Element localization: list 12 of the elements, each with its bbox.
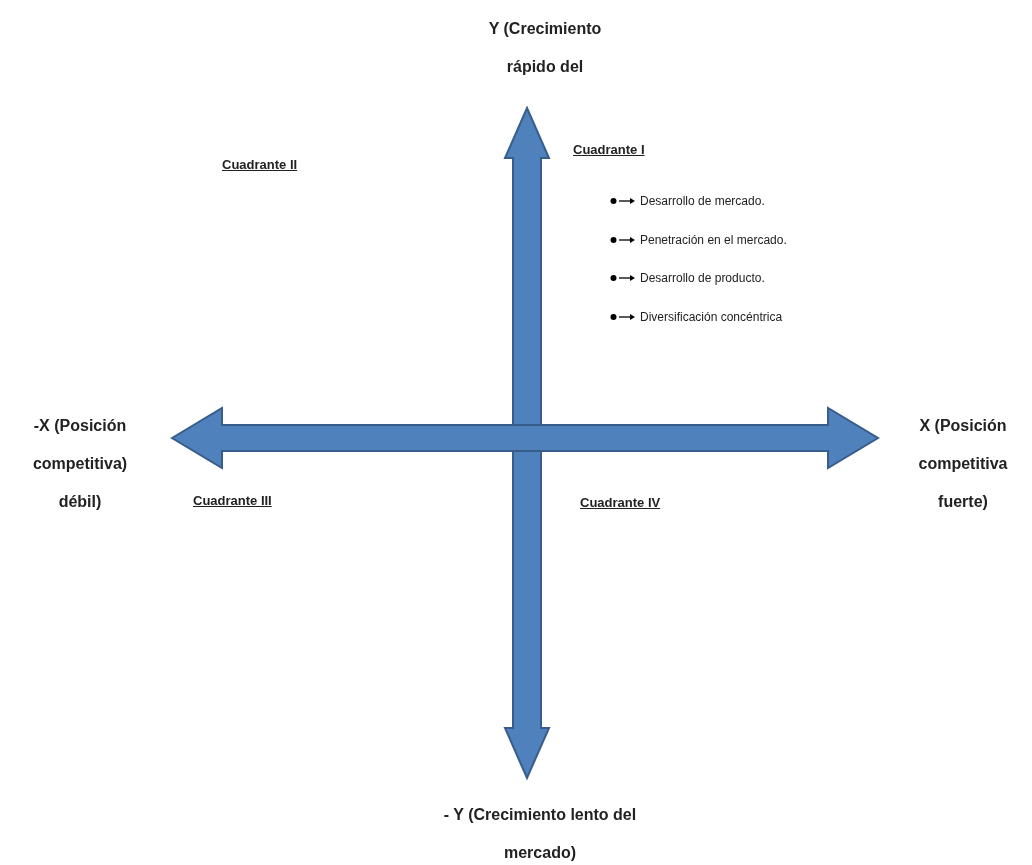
axis-label: - Y (Crecimiento lento del mercado) [442, 805, 638, 863]
quadrant-label: Cuadrante II [222, 157, 298, 172]
quadrant-label: Cuadrante I [573, 142, 645, 157]
quadrant-label: Cuadrante IV [580, 495, 661, 510]
axis-label: Y (Crecimiento rápido del [487, 19, 603, 77]
quadrant-label: Cuadrante III [193, 493, 272, 508]
strategy-item: Desarrollo de producto. [640, 270, 765, 287]
strategy-item: Desarrollo de mercado. [640, 193, 765, 210]
strategy-item: Diversificación concéntrica [640, 309, 783, 326]
axis-label: -X (Posición competitiva) débil) [31, 416, 129, 512]
strategy-item: Penetración en el mercado. [640, 232, 787, 249]
axis-label: X (Posición competitiva fuerte) [917, 416, 1009, 512]
